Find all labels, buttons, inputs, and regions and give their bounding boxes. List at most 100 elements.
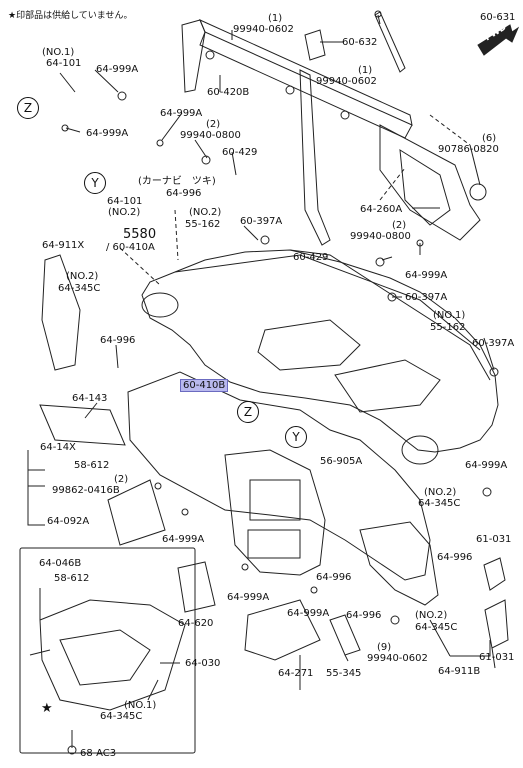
part-label[interactable]: 64-101 [107, 196, 143, 207]
qty-label: (2) [114, 474, 129, 485]
part-label[interactable]: 64-345C [100, 711, 143, 722]
part-label[interactable]: 64-999A [86, 128, 129, 139]
vent-left [141, 292, 179, 318]
part-label[interactable]: 55-162 [185, 219, 221, 230]
part-label[interactable]: 60-632 [342, 37, 378, 48]
group-label: (NO.2) [189, 207, 222, 218]
part-label[interactable]: 64-996 [437, 552, 473, 563]
part-label[interactable]: 64-999A [287, 608, 330, 619]
part-label[interactable]: 64-046B [39, 558, 82, 569]
part-label[interactable]: 64-996 [316, 572, 352, 583]
part-label[interactable]: 64-911B [438, 666, 481, 677]
part-label[interactable]: 60-631 [480, 12, 516, 23]
part-label[interactable]: 64-345C [415, 622, 458, 633]
highlighted-part-label[interactable]: 60-410B [180, 379, 229, 392]
part-label[interactable]: 55-162 [430, 322, 466, 333]
part-label[interactable]: 64-620 [178, 618, 214, 629]
part-label[interactable]: 64-996 [166, 188, 202, 199]
supply-note: ★印部品は供給していません。 [8, 11, 133, 21]
part-label[interactable]: 61-031 [479, 652, 515, 663]
brace-60631 [374, 11, 406, 73]
panel-64092a [107, 479, 166, 546]
part-label[interactable]: 64-911X [42, 240, 85, 251]
vent-right [401, 435, 439, 465]
cross-member-support [299, 69, 331, 246]
part-label[interactable]: 68-AC3 [80, 748, 117, 759]
group-label: (NO.2) [66, 271, 99, 282]
glovebox-64030 [39, 599, 186, 711]
part-label[interactable]: 64-345C [58, 283, 101, 294]
part-label[interactable]: 64-999A [465, 460, 508, 471]
part-label[interactable]: 64-999A [96, 64, 139, 75]
part-label[interactable]: 60-397A [405, 292, 448, 303]
reference-y-marker: Y [84, 172, 106, 194]
part-label[interactable]: 99940-0800 [350, 231, 411, 242]
part-label[interactable]: 99940-0602 [367, 653, 428, 664]
part-label[interactable]: 55-345 [326, 668, 362, 679]
qty-label: (2) [392, 220, 407, 231]
dash-center-opening [257, 319, 361, 371]
part-label[interactable]: 58-612 [74, 460, 110, 471]
part-label[interactable]: 60-420B [207, 87, 250, 98]
part-label[interactable]: 64-999A [227, 592, 270, 603]
group-label: (NO.2) [424, 487, 457, 498]
part-label[interactable]: 64-143 [72, 393, 108, 404]
option-note: (カーナビ ツキ) [138, 176, 216, 187]
trim-64143 [39, 404, 126, 446]
part-label[interactable]: 64-14X [40, 442, 76, 453]
part-label[interactable]: 58-612 [54, 573, 90, 584]
part-label[interactable]: 64-030 [185, 658, 221, 669]
panel-64620 [177, 561, 216, 613]
part-label[interactable]: 99940-0602 [316, 76, 377, 87]
part-label[interactable]: 60-397A [240, 216, 283, 227]
part-label[interactable]: 90786-0820 [438, 144, 499, 155]
qty-label: (6) [482, 133, 497, 144]
qty-label: (1) [268, 13, 283, 24]
group-label: (NO.1) [42, 47, 75, 58]
part-label[interactable]: 99940-0602 [233, 24, 294, 35]
part-label[interactable]: 64-999A [160, 108, 203, 119]
dashboard-panel [141, 249, 499, 453]
center-stack [224, 449, 326, 576]
part-label[interactable]: 56-905A [320, 456, 363, 467]
part-label[interactable]: 64-101 [46, 58, 82, 69]
bolt-90786 [469, 183, 487, 201]
steering-column-bracket [399, 149, 451, 226]
cross-member-bracket-left [181, 19, 206, 93]
fwd-arrow [477, 24, 520, 56]
part-label[interactable]: 5580 [123, 227, 157, 242]
qty-label: (2) [206, 119, 221, 130]
part-label[interactable]: 64-092A [47, 516, 90, 527]
part-label[interactable]: 64-271 [278, 668, 314, 679]
part-label[interactable]: 64-260A [360, 204, 403, 215]
part-label[interactable]: / 60-410A [106, 242, 155, 253]
part-label[interactable]: 60-397A [472, 338, 515, 349]
part-label[interactable]: 61-031 [476, 534, 512, 545]
part-label[interactable]: 64-999A [162, 534, 205, 545]
star-marker: ★ [41, 701, 53, 716]
part-label[interactable]: 60-429 [293, 252, 329, 263]
side-panel-64911x [41, 254, 81, 371]
part-label[interactable]: 64-996 [100, 335, 136, 346]
group-label: (NO.1) [124, 700, 157, 711]
qty-label: (9) [377, 642, 392, 653]
part-label[interactable]: 60-429 [222, 147, 258, 158]
reference-z-marker: Z [17, 97, 39, 119]
lower-dash-panel [127, 371, 431, 581]
reference-z-marker-dash: Z [237, 401, 259, 423]
part-label[interactable]: 64-345C [418, 498, 461, 509]
part-label[interactable]: 99940-0800 [180, 130, 241, 141]
cross-member-right [379, 124, 481, 241]
qty-label: (1) [358, 65, 373, 76]
cover-61031-upper [483, 557, 506, 591]
panel-64271 [244, 599, 321, 661]
cover-61031-lower [484, 599, 509, 649]
part-label[interactable]: 64-996 [346, 610, 382, 621]
part-label[interactable]: 99862-0416B [52, 485, 120, 496]
right-lower-trim [359, 521, 439, 606]
reference-y-marker-dash: Y [285, 426, 307, 448]
part-55345 [329, 614, 361, 656]
part-label[interactable]: 64-999A [405, 270, 448, 281]
